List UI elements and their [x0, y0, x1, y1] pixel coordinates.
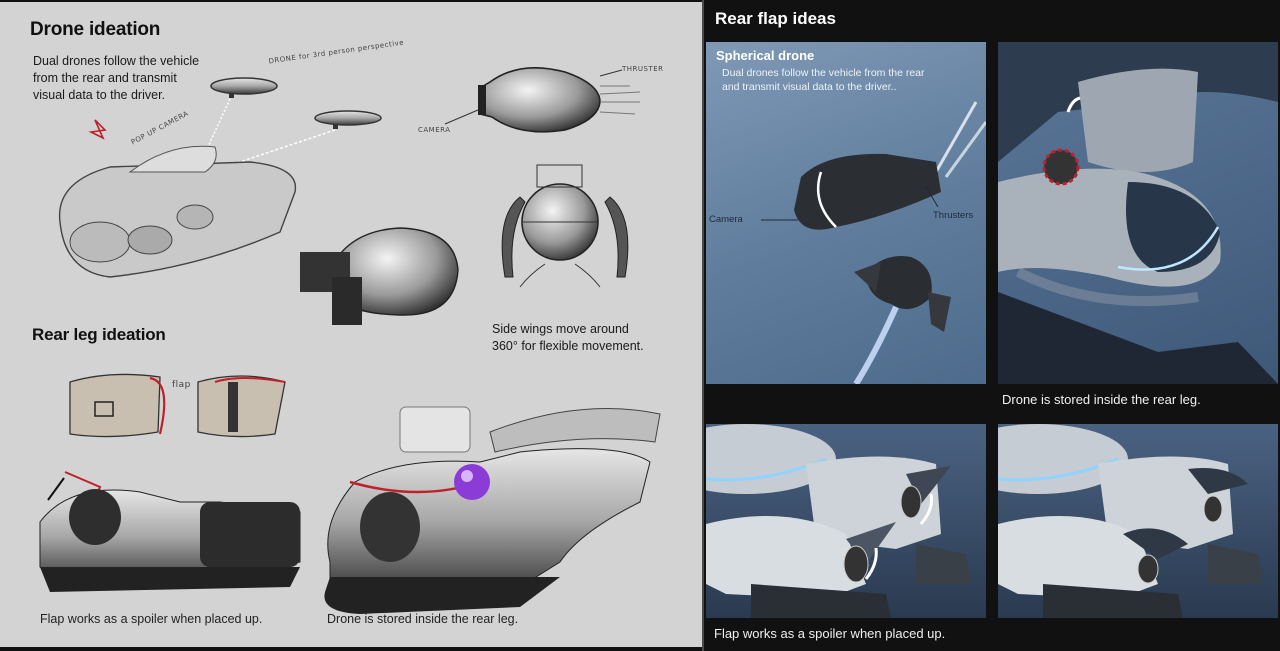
rear-leg-ideation-title: Rear leg ideation — [32, 325, 166, 344]
flap-raising-render — [706, 424, 971, 618]
stored-drone-render — [998, 42, 1278, 384]
spherical-drone-render — [761, 101, 986, 384]
stored-drone-tile — [998, 42, 1278, 384]
drone-ideation-title: Drone ideation — [30, 19, 161, 40]
camera-note: CAMERA — [418, 126, 451, 134]
camera-label: Camera — [709, 214, 743, 225]
thruster-note: THRUSTER — [622, 65, 664, 73]
stored-render-caption: Drone is stored inside the rear leg. — [1002, 392, 1201, 407]
renders-panel: Rear flap ideas Spherical drone Dual dro… — [702, 0, 1280, 651]
flap-closed-render — [998, 424, 1263, 618]
side-wings-caption: Side wings move around 360° for flexible… — [492, 321, 644, 355]
desc-line-3: visual data to the driver. — [33, 88, 166, 102]
spherical-drone-description: Dual drones follow the vehicle from the … — [722, 66, 925, 94]
rear-flap-ideas-title: Rear flap ideas — [715, 9, 836, 28]
spherical-drone-tile: Spherical drone Dual drones follow the v… — [706, 42, 986, 384]
flap-closed-tile — [998, 424, 1278, 618]
spherical-drone-title: Spherical drone — [716, 48, 815, 63]
wings-line-2: 360° for flexible movement. — [492, 339, 644, 353]
drone-sketches-illustration — [39, 67, 661, 614]
wings-line-1: Side wings move around — [492, 322, 629, 336]
drone-ideation-description: Dual drones follow the vehicle from the … — [33, 53, 199, 104]
desc-line-2: from the rear and transmit — [33, 71, 177, 85]
desc-line-1: Dual drones follow the vehicle — [33, 54, 200, 68]
sd-line-1: Dual drones follow the vehicle from the … — [722, 67, 925, 79]
stored-sketch-caption: Drone is stored inside the rear leg. — [327, 612, 519, 626]
flap-raising-tile — [706, 424, 986, 618]
spoiler-sketch-caption: Flap works as a spoiler when placed up. — [40, 612, 263, 626]
sketch-panel: Drone ideation Dual drones follow the ve… — [0, 2, 702, 647]
flap-note: flap — [172, 380, 191, 390]
sd-line-2: and transmit visual data to the driver.. — [722, 81, 897, 93]
thrusters-label: Thrusters — [933, 210, 974, 221]
spoiler-render-caption: Flap works as a spoiler when placed up. — [714, 626, 946, 641]
